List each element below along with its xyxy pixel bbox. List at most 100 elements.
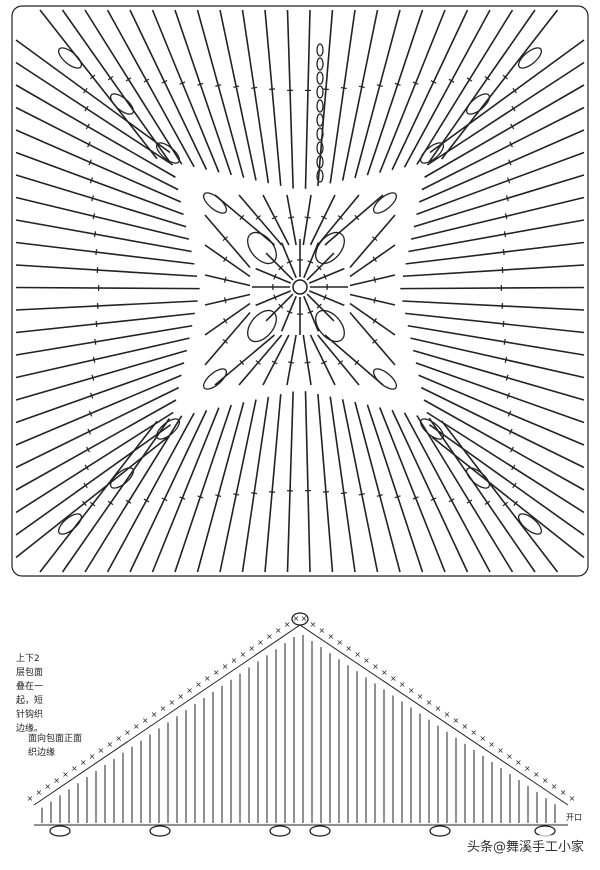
- stitch: [204, 302, 251, 336]
- stitch: [440, 9, 559, 160]
- stitch-tick: [505, 195, 509, 202]
- sc-mark: ×: [160, 704, 167, 713]
- sc-mark: ×: [293, 614, 300, 623]
- sc-mark: ×: [569, 794, 576, 803]
- stitch-tick: [88, 159, 92, 166]
- stitch: [39, 9, 158, 160]
- stitch: [341, 9, 379, 181]
- stitch-tick: [511, 105, 516, 112]
- stitch-tick: [95, 249, 98, 256]
- stitch-tick: [503, 231, 507, 238]
- stitch-tick: [95, 320, 98, 327]
- sc-mark: ×: [506, 752, 513, 761]
- stitch: [317, 194, 360, 246]
- stitch: [286, 9, 294, 189]
- stitch: [440, 420, 559, 573]
- sc-mark: ×: [301, 614, 308, 623]
- stitch: [151, 9, 220, 173]
- chain-loop: [316, 99, 324, 113]
- sc-mark: ×: [80, 758, 87, 767]
- stitch: [15, 61, 174, 166]
- sc-mark: ×: [248, 644, 255, 653]
- stitch: [418, 129, 585, 203]
- stitch: [15, 362, 185, 424]
- stitch-tick: [278, 265, 284, 271]
- chain-loop: [517, 47, 543, 69]
- stitch: [241, 9, 270, 184]
- stitch-tick: [107, 75, 114, 81]
- sc-mark: ×: [542, 776, 549, 785]
- stitch: [324, 334, 384, 386]
- chain-loop: [155, 418, 181, 440]
- stitch: [84, 9, 183, 165]
- stitch: [431, 436, 585, 559]
- stitch-tick: [223, 276, 227, 283]
- stitch-tick: [321, 360, 327, 365]
- stitch: [302, 194, 312, 246]
- stitch: [280, 242, 297, 279]
- stitch: [309, 194, 336, 246]
- stitch-tick: [83, 87, 88, 94]
- stitch: [238, 334, 283, 386]
- stitch-tick: [88, 410, 93, 417]
- sc-mark: ×: [381, 668, 388, 677]
- stitch-tick: [222, 236, 228, 242]
- stitch: [403, 412, 491, 573]
- chain-loop: [57, 513, 83, 535]
- stitch-tick: [93, 231, 97, 238]
- stitch: [416, 415, 514, 573]
- stitch: [286, 391, 294, 573]
- stitch: [15, 399, 177, 491]
- stitch-tick: [255, 215, 261, 220]
- stitch: [405, 312, 585, 334]
- stitch: [129, 410, 208, 573]
- stitch-tick: [372, 318, 377, 324]
- stitch-tick: [89, 177, 93, 184]
- stitch-tick: [373, 297, 377, 304]
- stitch: [329, 396, 356, 573]
- stitch: [391, 409, 469, 573]
- chain-loop: [155, 142, 181, 164]
- stitch: [410, 196, 585, 240]
- sc-mark: ×: [177, 692, 184, 701]
- sc-mark: ×: [169, 698, 176, 707]
- stitch-tick: [508, 428, 513, 435]
- stitch: [303, 242, 320, 279]
- stitch: [304, 391, 311, 573]
- sc-mark: ×: [151, 710, 158, 719]
- stitch: [262, 194, 290, 246]
- stitch: [349, 244, 396, 278]
- stitch: [420, 386, 585, 469]
- stitch: [418, 374, 585, 446]
- sc-mark: ×: [319, 626, 326, 635]
- sc-mark: ×: [231, 656, 238, 665]
- stitch-tick: [508, 159, 512, 166]
- stitch: [317, 393, 334, 573]
- chain-loop: [49, 825, 71, 837]
- square-outline: [11, 5, 589, 577]
- stitch: [15, 151, 184, 216]
- stitch-tick: [239, 214, 245, 221]
- stitch-tick: [394, 82, 401, 86]
- sc-mark: ×: [470, 728, 477, 737]
- sc-mark: ×: [426, 698, 433, 707]
- stitch-tick: [278, 303, 284, 309]
- edge-note: 面向包面正面 织边缘: [28, 734, 83, 758]
- stitch-tick: [506, 392, 510, 399]
- stitch: [204, 214, 251, 269]
- chain-loop: [316, 169, 324, 183]
- stitch: [204, 274, 251, 287]
- stitch: [410, 337, 585, 379]
- stitch: [15, 312, 195, 334]
- centre-panel: [202, 190, 398, 386]
- stitch-tick: [83, 482, 88, 489]
- sc-mark: ×: [345, 644, 352, 653]
- stitch: [15, 424, 172, 536]
- stitch: [151, 407, 220, 573]
- chain-loop: [202, 192, 228, 214]
- stitch-tick: [316, 303, 322, 309]
- chain-loop: [316, 57, 324, 71]
- stitch: [426, 411, 585, 514]
- sc-mark: ×: [488, 740, 495, 749]
